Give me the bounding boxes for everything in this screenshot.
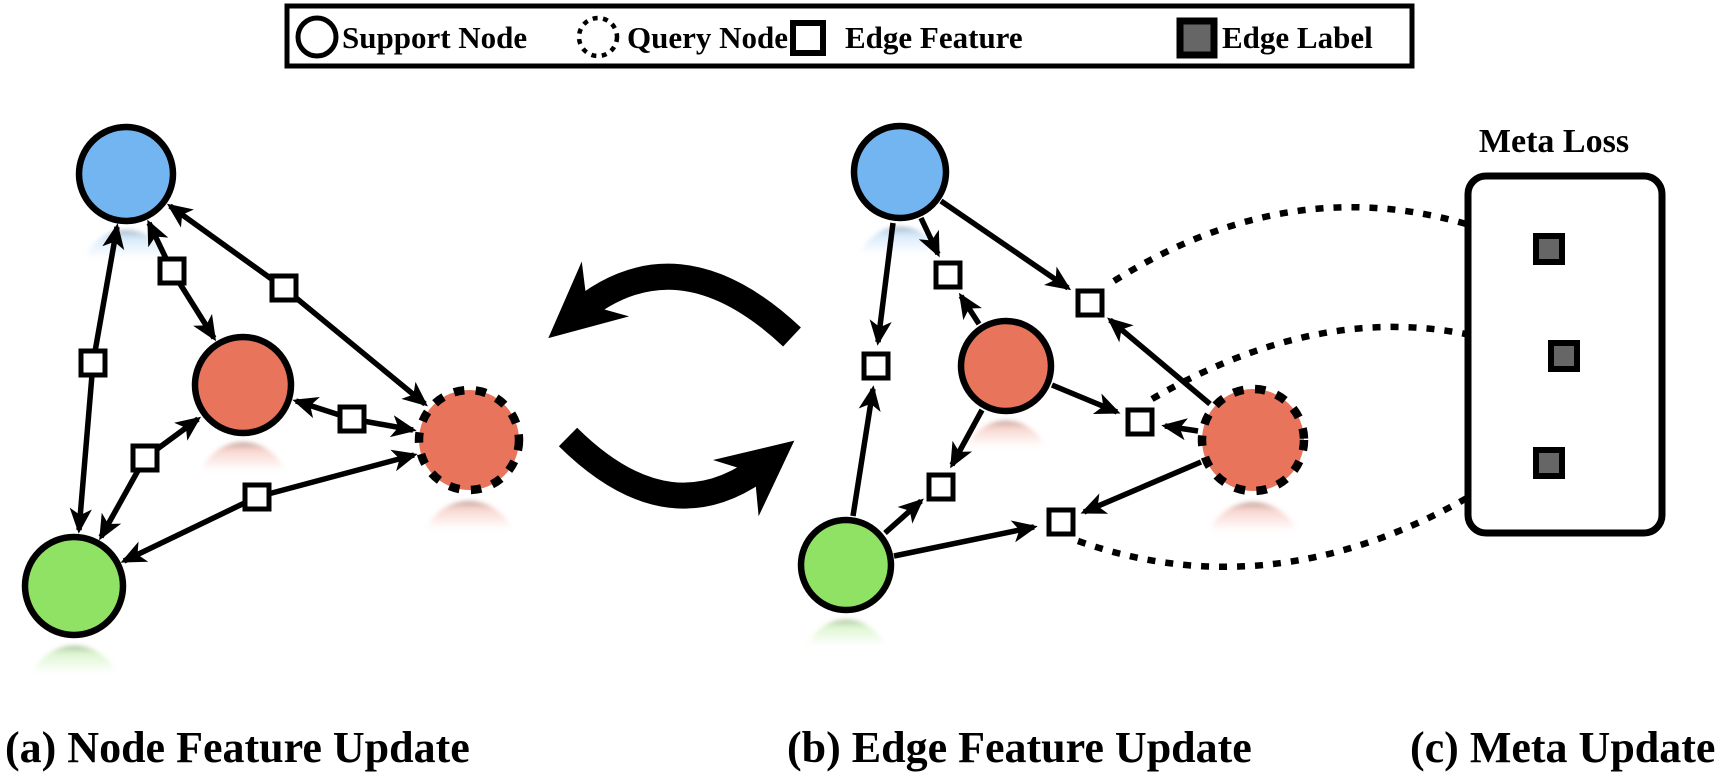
edge-feature-square xyxy=(933,260,963,290)
panel-a: (a) Node Feature Update xyxy=(5,123,524,772)
edge-green-query-arrow xyxy=(256,449,418,500)
blue-to-edge-arrow xyxy=(939,198,1072,291)
legend-query-node-label: Query Node xyxy=(627,20,788,55)
panel-a-edges xyxy=(69,203,428,564)
edge-feature-square xyxy=(926,472,956,502)
edge-feature-square xyxy=(269,273,299,303)
blue-to-edge-arrow xyxy=(918,216,941,258)
edge-blue-query-arrow xyxy=(166,203,286,291)
edge-feature-square xyxy=(861,351,891,381)
legend-edge-label-label: Edge Label xyxy=(1222,20,1373,55)
meta-loss-title: Meta Loss xyxy=(1479,123,1629,160)
edge-feature-square xyxy=(1075,288,1105,318)
support-node-green xyxy=(797,516,895,614)
dotted-arrow-green-query-edge xyxy=(1076,469,1514,570)
query-to-edge-arrow xyxy=(1107,317,1212,407)
support-node-red xyxy=(957,317,1055,415)
panel-a-caption: (a) Node Feature Update xyxy=(5,723,470,772)
panel-b-edges xyxy=(850,198,1212,559)
edge-feature-square xyxy=(242,482,272,512)
blue-to-edge-arrow xyxy=(869,222,896,346)
legend: Support Node Query Node Edge Feature Edg… xyxy=(284,3,1415,69)
edge-feature-square xyxy=(157,256,187,286)
edge-blue-query-arrow xyxy=(282,285,428,407)
red-to-edge-arrow xyxy=(949,408,985,469)
panel-c-caption: (c) Meta Update xyxy=(1410,723,1715,772)
panel-a-edge-features xyxy=(78,256,367,512)
panel-b-caption: (b) Edge Feature Update xyxy=(787,723,1252,772)
edge-label-square xyxy=(1533,447,1565,479)
edge-feature-square xyxy=(1046,507,1076,537)
support-node-red xyxy=(191,333,295,437)
edge-feature-square xyxy=(78,348,108,378)
cycle-arrow-right-icon xyxy=(558,427,795,517)
query-to-edge-arrow xyxy=(1161,418,1199,441)
green-node-reflection xyxy=(32,645,117,674)
legend-support-node-label: Support Node xyxy=(342,20,527,55)
edge-blue-green-arrow xyxy=(69,362,96,534)
query-node-red xyxy=(414,385,524,495)
green-to-edge-arrow xyxy=(893,520,1038,559)
query-to-edge-arrow xyxy=(1080,459,1203,515)
panel-a-reflections xyxy=(32,229,512,674)
dotted-arrow-red-query-edge xyxy=(1150,323,1527,402)
edge-feature-square xyxy=(130,443,160,473)
panel-b: (b) Edge Feature Update xyxy=(787,122,1309,772)
support-node-green xyxy=(21,533,127,639)
edge-green-query-arrow xyxy=(120,494,259,564)
edge-feature-square xyxy=(1125,407,1155,437)
swap-arrows xyxy=(548,261,801,517)
edge-blue-green-arrow xyxy=(90,223,125,364)
red-to-edge-arrow xyxy=(958,292,982,326)
red-to-edge-arrow xyxy=(1050,382,1121,415)
green-node-reflection xyxy=(807,619,885,646)
meta-edge-labels xyxy=(1533,233,1580,479)
dotted-arrow-blue-query-edge xyxy=(1112,204,1519,284)
meta-dotted-arrows xyxy=(1076,204,1527,570)
cycle-arrow-left-icon xyxy=(548,261,801,347)
support-node-blue xyxy=(850,122,950,222)
panel-c: Meta Loss (c) Meta Update xyxy=(1076,123,1715,772)
panel-b-edge-features xyxy=(861,260,1155,537)
red-node-reflection xyxy=(201,442,285,471)
query-node-red xyxy=(1197,384,1309,496)
edge-feature-square xyxy=(337,404,367,434)
query-node-reflection xyxy=(426,500,512,529)
edge-label-icon xyxy=(1176,17,1218,59)
legend-edge-feature-label: Edge Feature xyxy=(845,20,1023,55)
support-node-icon xyxy=(295,15,339,59)
query-node-icon xyxy=(576,15,620,59)
query-node-reflection xyxy=(1209,502,1297,531)
red-node-reflection xyxy=(967,420,1045,447)
edge-feature-icon xyxy=(790,20,826,56)
edge-label-square xyxy=(1548,340,1580,372)
green-to-edge-arrow xyxy=(850,385,881,517)
legend-box xyxy=(284,3,1415,69)
green-to-edge-arrow xyxy=(883,498,924,536)
support-node-blue xyxy=(75,123,177,225)
edge-label-square xyxy=(1533,233,1565,265)
